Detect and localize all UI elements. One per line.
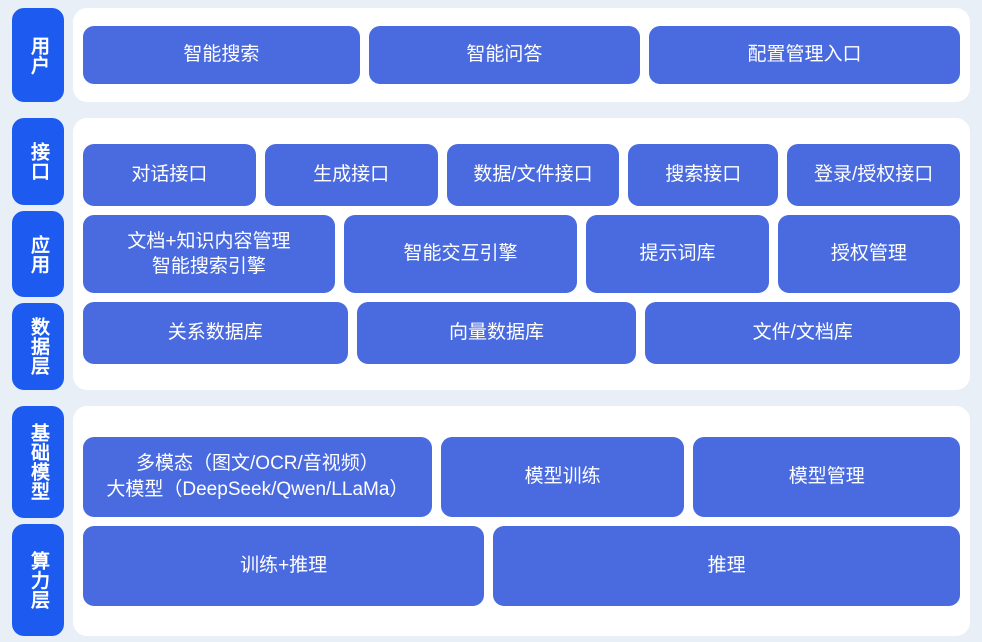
box-label: 提示词库 [639, 243, 716, 265]
user-row: 智能搜索 智能问答 配置管理入口 [83, 26, 960, 84]
section-middle-panel: 对话接口 生成接口 数据/文件接口 搜索接口 登录/授权接口 文档+知识内容管理 [73, 118, 970, 390]
section-middle-rail: 接口 应用 数据层 [12, 118, 64, 391]
box-file-document-store[interactable]: 文件/文档库 [645, 302, 960, 364]
box-relational-database[interactable]: 关系数据库 [83, 302, 348, 364]
box-label: 推理 [707, 554, 746, 576]
box-dialog-interface[interactable]: 对话接口 [83, 144, 256, 206]
box-label: 多模态（图文/OCR/音视频） [136, 452, 379, 474]
section-user-rail: 用户 [12, 8, 64, 102]
box-label: 对话接口 [131, 164, 208, 186]
box-label: 模型训练 [524, 465, 601, 487]
foundation-model-row: 多模态（图文/OCR/音视频） 大模型（DeepSeek/Qwen/LLaMa）… [83, 436, 960, 517]
box-login-auth-interface[interactable]: 登录/授权接口 [787, 144, 960, 206]
box-label-second-line: 智能搜索引擎 [151, 256, 266, 277]
box-model-management[interactable]: 模型管理 [693, 436, 960, 517]
box-label: 搜索接口 [665, 164, 742, 186]
rail-chip-application: 应用 [12, 210, 64, 298]
box-doc-knowledge-management[interactable]: 文档+知识内容管理 智能搜索引擎 [83, 215, 335, 293]
rail-chip-user: 用户 [12, 8, 64, 102]
box-model-training[interactable]: 模型训练 [440, 436, 685, 517]
box-label: 授权管理 [830, 243, 907, 265]
rail-chip-data-layer: 数据层 [12, 303, 64, 391]
box-search-interface[interactable]: 搜索接口 [628, 144, 779, 206]
box-label: 数据/文件接口 [473, 164, 593, 186]
box-label: 登录/授权接口 [813, 164, 934, 186]
section-bottom-rail: 基础模型 算力层 [12, 406, 64, 636]
box-label: 文件/文档库 [752, 322, 853, 344]
box-label: 配置管理入口 [747, 44, 862, 66]
box-label: 智能交互引擎 [403, 243, 518, 265]
box-generation-interface[interactable]: 生成接口 [264, 144, 438, 206]
box-multimodal-large-model[interactable]: 多模态（图文/OCR/音视频） 大模型（DeepSeek/Qwen/LLaMa） [83, 436, 432, 517]
box-data-file-interface[interactable]: 数据/文件接口 [446, 144, 620, 206]
box-label: 智能搜索 [183, 44, 260, 66]
box-label: 智能问答 [466, 44, 543, 66]
box-label: 关系数据库 [167, 322, 263, 344]
rail-chip-compute-layer: 算力层 [12, 524, 64, 636]
box-vector-database[interactable]: 向量数据库 [356, 302, 637, 364]
box-label: 文档+知识内容管理 [127, 230, 291, 252]
box-label: 生成接口 [313, 164, 390, 186]
box-smart-interaction-engine[interactable]: 智能交互引擎 [343, 215, 578, 293]
box-label: 模型管理 [788, 465, 865, 487]
box-label-second-line: 大模型（DeepSeek/Qwen/LLaMa） [106, 478, 409, 500]
box-prompt-library[interactable]: 提示词库 [586, 215, 769, 293]
section-bottom-panel: 多模态（图文/OCR/音视频） 大模型（DeepSeek/Qwen/LLaMa）… [73, 406, 970, 636]
rail-chip-foundation-model: 基础模型 [12, 406, 64, 518]
box-inference[interactable]: 推理 [493, 525, 960, 606]
box-smart-search[interactable]: 智能搜索 [83, 26, 360, 84]
data-row: 关系数据库 向量数据库 文件/文档库 [83, 302, 960, 364]
box-config-management-entry[interactable]: 配置管理入口 [648, 26, 960, 84]
box-label: 训练+推理 [240, 554, 328, 576]
section-user-panel: 智能搜索 智能问答 配置管理入口 [73, 8, 970, 102]
compute-row: 训练+推理 推理 [83, 525, 960, 606]
box-smart-qa[interactable]: 智能问答 [368, 26, 640, 84]
interface-row: 对话接口 生成接口 数据/文件接口 搜索接口 登录/授权接口 [83, 144, 960, 206]
box-authorization-management[interactable]: 授权管理 [777, 215, 960, 293]
box-label: 向量数据库 [448, 322, 544, 344]
application-row: 文档+知识内容管理 智能搜索引擎 智能交互引擎 提示词库 授权管理 [83, 215, 960, 293]
section-user: 用户 智能搜索 智能问答 配置管理入口 [12, 8, 970, 102]
section-middle: 接口 应用 数据层 对话接口 生成接口 数据/文件接口 搜索接口 登录/授权接 [12, 118, 970, 391]
rail-chip-interface: 接口 [12, 118, 64, 205]
box-training-and-inference[interactable]: 训练+推理 [83, 525, 485, 606]
section-bottom: 基础模型 算力层 多模态（图文/OCR/音视频） 大模型（DeepSeek/Qw… [12, 406, 970, 636]
